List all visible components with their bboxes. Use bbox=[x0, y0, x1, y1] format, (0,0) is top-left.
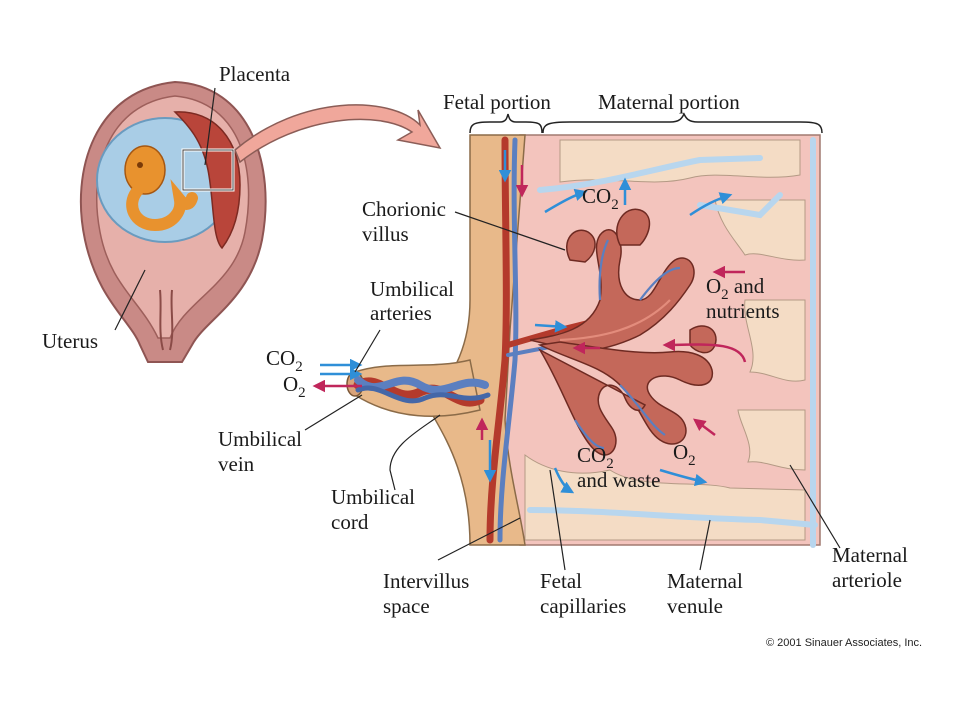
maternal-venule-label-line2: venule bbox=[667, 594, 723, 618]
zoom-arrow bbox=[234, 104, 442, 164]
chorionic-villus-label-line1: Chorionic bbox=[362, 197, 446, 221]
fetal-capillaries-label-line2: capillaries bbox=[540, 594, 627, 618]
co2-waste-label-line1: CO2 bbox=[577, 443, 614, 472]
maternal-portion-bracket bbox=[542, 112, 823, 134]
uterus-label: Uterus bbox=[42, 329, 98, 353]
o2-cord-label: O2 bbox=[283, 372, 306, 401]
leader-lines bbox=[114, 87, 841, 571]
uterus-illustration bbox=[79, 80, 442, 363]
maternal-venule-label-line1: Maternal bbox=[667, 569, 743, 593]
intervillus-space-label-line1: Intervillus bbox=[383, 569, 470, 593]
umbilical-arteries-label-line2: arteries bbox=[370, 301, 432, 325]
o2-nutrients-label-line1: O2 and bbox=[706, 274, 765, 303]
umbilical-arteries-label-line1: Umbilical bbox=[370, 277, 454, 301]
villus-capillaries bbox=[559, 239, 681, 450]
chorionic-villus-label-line2: villus bbox=[362, 222, 409, 246]
maternal-portion-label: Maternal portion bbox=[598, 90, 740, 114]
placenta-tissue bbox=[173, 111, 241, 250]
cervix bbox=[159, 289, 174, 351]
umbilical-cord-label-line1: Umbilical bbox=[331, 485, 415, 509]
o2-flow-arrows bbox=[312, 165, 747, 440]
embryo bbox=[124, 145, 198, 232]
fetal-capillaries-label-line1: Fetal bbox=[540, 569, 582, 593]
umbilical-vessels bbox=[353, 376, 491, 407]
umbilical-cord-label-line2: cord bbox=[331, 510, 369, 534]
umbilical-vein-label-line1: Umbilical bbox=[218, 427, 302, 451]
co2-waste-label-line2: and waste bbox=[577, 468, 661, 492]
copyright-notice: © 2001 Sinauer Associates, Inc. bbox=[766, 637, 923, 649]
placenta-detail bbox=[312, 112, 823, 548]
maternal-arteriole-label-line2: arteriole bbox=[832, 568, 902, 592]
co2-cord-label: CO2 bbox=[266, 346, 303, 375]
co2-flow-arrows bbox=[320, 150, 733, 494]
placenta-label: Placenta bbox=[219, 62, 291, 86]
umbilical-vein-label-line2: vein bbox=[218, 452, 255, 476]
intervillus-space-label-line2: space bbox=[383, 594, 430, 618]
o2-nutrients-label-line2: nutrients bbox=[706, 299, 780, 323]
fetal-portion-bracket bbox=[469, 113, 543, 134]
maternal-venules bbox=[527, 137, 818, 548]
fetal-portion-label: Fetal portion bbox=[443, 90, 551, 114]
o2-bottom-label: O2 bbox=[673, 440, 696, 469]
maternal-arteriole-label-line1: Maternal bbox=[832, 543, 908, 567]
co2-top-label: CO2 bbox=[582, 184, 619, 213]
